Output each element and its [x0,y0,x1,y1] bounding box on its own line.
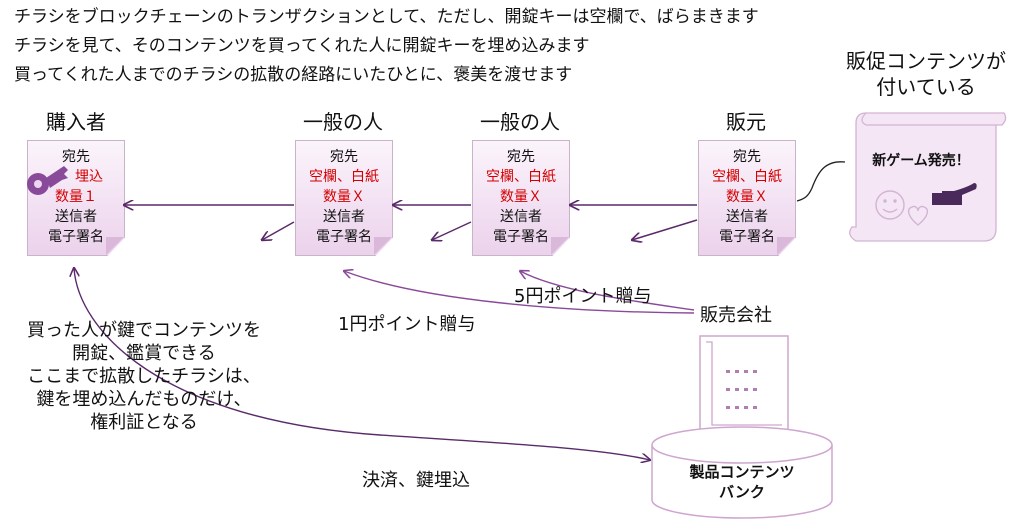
explain-line-5: 権利証となる [90,412,198,433]
explain-line-3: ここまで拡散したチラシは、 [27,366,261,387]
bank-label-line-2: バンク [719,483,765,501]
intro-line-3: 買ってくれた人までのチラシの拡散の経路にいたひとに、褒美を渡せます [14,65,573,85]
bank-label-line-1: 製品コンテンツ [689,463,795,481]
doc-field-sender: 送信者 [55,209,97,225]
explain-line-2: 開錠、鑑賞できる [72,343,216,364]
doc-field-key: 空欄、白紙 [712,169,782,185]
promo-title-line-2: 付いている [876,75,976,99]
doc-field-address: 宛先 [507,149,535,165]
doc-field-signature: 電子署名 [316,229,372,245]
spread-arrow-2 [432,221,472,240]
scroll-shape [849,112,1007,242]
content-bank-cylinder [651,426,833,519]
doc-publisher: 宛先 空欄、白紙 数量Ｘ 送信者 電子署名 [698,140,796,256]
doc-general-1: 宛先 空欄、白紙 数量Ｘ 送信者 電子署名 [295,140,393,256]
doc-general-2: 宛先 空欄、白紙 数量Ｘ 送信者 電子署名 [472,140,570,256]
reward-1yen-label: 1円ポイント贈与 [338,314,476,335]
doc-field-sender: 送信者 [323,209,365,225]
explain-line-1: 買った人が鍵でコンテンツを [27,320,261,341]
doc-field-signature: 電子署名 [48,229,104,245]
promo-title-line-1: 販促コンテンツが [846,49,1006,73]
node-title-publisher: 販元 [726,110,766,134]
doc-field-key: 空欄、白紙 [309,169,379,185]
doc-field-quantity: 数量１ [55,189,97,205]
doc-field-quantity: 数量Ｘ [726,189,768,205]
node-title-buyer: 購入者 [46,110,106,134]
pointing-hand-icon [932,183,977,205]
promo-scroll-text: 新ゲーム発売！ [872,153,970,169]
intro-line-1: チラシをブロックチェーンのトランザクションとして、ただし、開錠キーは空欄で、ばら… [14,7,759,27]
doc-buyer: 宛先 埋込 数量１ 送信者 電子署名 [27,140,125,256]
promo-scroll: 新ゲーム発売！ [844,109,1008,247]
node-title-general-1: 一般の人 [303,110,383,134]
doc-field-signature: 電子署名 [719,229,775,245]
doc-field-sender: 送信者 [500,209,542,225]
building-icon [699,335,789,432]
promo-callout-line [796,161,846,202]
explanation-text: 買った人が鍵でコンテンツを 開錠、鑑賞できる ここまで拡散したチラシは、 鍵を埋… [6,319,282,434]
content-bank-label: 製品コンテンツ バンク [652,462,832,502]
node-title-general-2: 一般の人 [480,110,560,134]
doc-field-key: 空欄、白紙 [486,169,556,185]
doc-field-sender: 送信者 [726,209,768,225]
doc-field-address: 宛先 [330,149,358,165]
doc-field-address: 宛先 [733,149,761,165]
promo-title: 販促コンテンツが 付いている [836,48,1016,100]
doc-field-address: 宛先 [62,149,90,165]
explain-line-4: 鍵を埋め込んだものだけ、 [36,389,252,410]
settlement-label: 決済、鍵埋込 [362,470,470,491]
doc-field-quantity: 数量Ｘ [500,189,542,205]
smiley-icon [875,190,905,220]
spread-arrow-1 [262,221,295,240]
doc-field-quantity: 数量Ｘ [323,189,365,205]
doc-field-key: 埋込 [75,169,103,185]
reward-5yen-label: 5円ポイント贈与 [514,286,652,307]
doc-field-signature: 電子署名 [493,229,549,245]
heart-icon [907,205,929,226]
spread-arrow-3 [632,219,698,240]
intro-line-2: チラシを見て、そのコンテンツを買ってくれた人に開錠キーを埋め込みます [14,36,590,56]
seller-label: 販売会社 [700,305,772,326]
key-icon [27,166,68,195]
settlement-curve [74,268,650,460]
